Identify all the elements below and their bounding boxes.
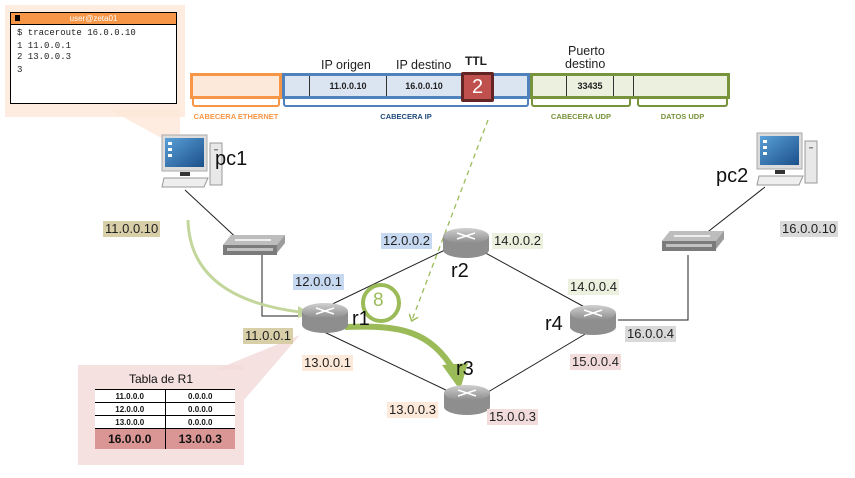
node-label-pc2: pc2	[716, 165, 749, 187]
ip-label-pc1: 11.0.0.10	[103, 221, 161, 237]
switch1-icon	[223, 235, 285, 255]
terminal-title: user@zeta01	[69, 14, 118, 23]
segment-udp	[530, 73, 730, 99]
table-callout-pointer	[215, 335, 300, 400]
ip-label-r3-eth1: 15.0.0.3	[487, 409, 538, 425]
ip-label-r1-eth0: 11.0.0.1	[243, 328, 294, 344]
switch2-icon	[662, 231, 724, 251]
terminal-window: user@zeta01 $ traceroute 16.0.0.10 1 11.…	[10, 12, 177, 104]
packet-path-r1-r3	[344, 323, 458, 374]
link-r4-switch2	[618, 255, 689, 321]
packet-path-pc1-r1	[186, 219, 301, 314]
label-puerto: Puerto	[568, 44, 605, 58]
packet-path-r1-r3-arrowhead	[442, 363, 468, 390]
udp-field-divider	[613, 76, 614, 96]
link-switch1-r1	[261, 255, 302, 317]
link-pc1-switch1	[184, 189, 243, 244]
node-label-r3: r3	[456, 358, 474, 380]
caption-udp-data: DATOS UDP	[660, 112, 705, 121]
field-src-ip: 11.0.0.10	[329, 81, 367, 91]
routing-table: 11.0.0.0 0.0.0.0 12.0.0.0 0.0.0.0 13.0.0…	[95, 389, 235, 449]
link-r2-r4	[479, 249, 591, 311]
node-label-pc1: pc1	[215, 148, 248, 170]
router-r2-icon	[443, 228, 489, 258]
terminal-menu-icon	[15, 15, 20, 21]
table-cell-gateway: 0.0.0.0	[165, 415, 235, 429]
ip-label-r3-eth0: 13.0.0.3	[387, 402, 438, 418]
caption-ip: CABECERA IP	[380, 112, 432, 121]
table-row: 11.0.0.0 0.0.0.0	[95, 389, 235, 403]
terminal-line: 2 13.0.0.3	[17, 52, 72, 62]
table-row: 13.0.0.0 0.0.0.0	[95, 415, 235, 429]
ip-label-r2-eth1: 14.0.0.2	[492, 233, 543, 249]
pc1-icon	[161, 134, 223, 188]
link-r1-r3	[319, 329, 451, 393]
ttl-ring	[361, 283, 401, 323]
udp-data-bracket	[637, 99, 728, 107]
ethernet-bracket	[192, 99, 280, 107]
label-destino: destino	[565, 57, 606, 71]
ip-label-pc2: 16.0.0.10	[780, 221, 839, 237]
field-dst-ip: 16.0.0.10	[405, 81, 443, 91]
terminal-line: 3	[17, 65, 23, 75]
router-r1-icon	[302, 303, 348, 333]
table-row-highlighted: 16.0.0.0 13.0.0.3	[95, 428, 235, 449]
udp-field-divider	[633, 76, 634, 96]
node-label-r4: r4	[545, 313, 563, 335]
ip-label-r1-eth1: 12.0.0.1	[293, 274, 344, 290]
link-switch2-pc2	[699, 186, 766, 239]
udp-bracket	[531, 99, 631, 107]
pc2-icon	[756, 132, 818, 186]
table-cell-destination: 16.0.0.0	[95, 428, 166, 449]
ip-field-divider	[386, 76, 387, 96]
table-cell-destination: 12.0.0.0	[95, 402, 166, 416]
label-ip-origen: IP origen	[321, 58, 371, 72]
table-cell-destination: 11.0.0.0	[95, 389, 166, 403]
ip-label-r2-eth0: 12.0.0.2	[381, 233, 432, 249]
node-label-r1: r1	[352, 308, 370, 330]
ttl-dashed-arrow	[412, 119, 489, 320]
node-label-r2: r2	[451, 260, 469, 282]
field-dst-port: 33435	[577, 81, 603, 91]
ip-bracket	[283, 99, 529, 107]
ttl-ring-value: 8	[373, 290, 384, 311]
ip-label-r4-eth1: 15.0.0.4	[570, 354, 621, 370]
terminal-line: 1 11.0.0.1	[17, 41, 72, 51]
terminal-line: $ traceroute 16.0.0.10	[17, 28, 136, 38]
terminal-titlebar: user@zeta01	[11, 13, 176, 25]
segment-ethernet	[190, 73, 282, 99]
table-cell-gateway: 0.0.0.0	[165, 402, 235, 416]
field-ttl: 2	[461, 72, 494, 102]
table-cell-gateway: 13.0.0.3	[165, 428, 235, 449]
routing-table-title: Tabla de R1	[128, 372, 194, 386]
ip-label-r4-eth0: 14.0.0.4	[568, 279, 619, 295]
table-cell-destination: 13.0.0.0	[95, 415, 166, 429]
udp-field-divider	[566, 76, 567, 96]
router-r3-icon	[444, 385, 490, 415]
link-r3-r4	[487, 329, 593, 393]
router-r4-icon	[570, 305, 616, 335]
table-row: 12.0.0.0 0.0.0.0	[95, 402, 235, 416]
link-r1-r2	[319, 249, 446, 311]
table-cell-gateway: 0.0.0.0	[165, 389, 235, 403]
caption-udp: CABECERA UDP	[550, 112, 612, 121]
ip-field-divider	[309, 76, 310, 96]
ip-label-r1-eth2: 13.0.0.1	[302, 355, 353, 371]
label-ip-destino: IP destino	[396, 58, 452, 72]
ip-label-r4-eth2: 16.0.0.4	[625, 326, 676, 342]
caption-ethernet: CABECERA ETHERNET	[193, 112, 279, 121]
terminal-output: $ traceroute 16.0.0.10 1 11.0.0.1 2 13.0…	[11, 25, 176, 79]
label-ttl: TTL	[465, 54, 487, 68]
